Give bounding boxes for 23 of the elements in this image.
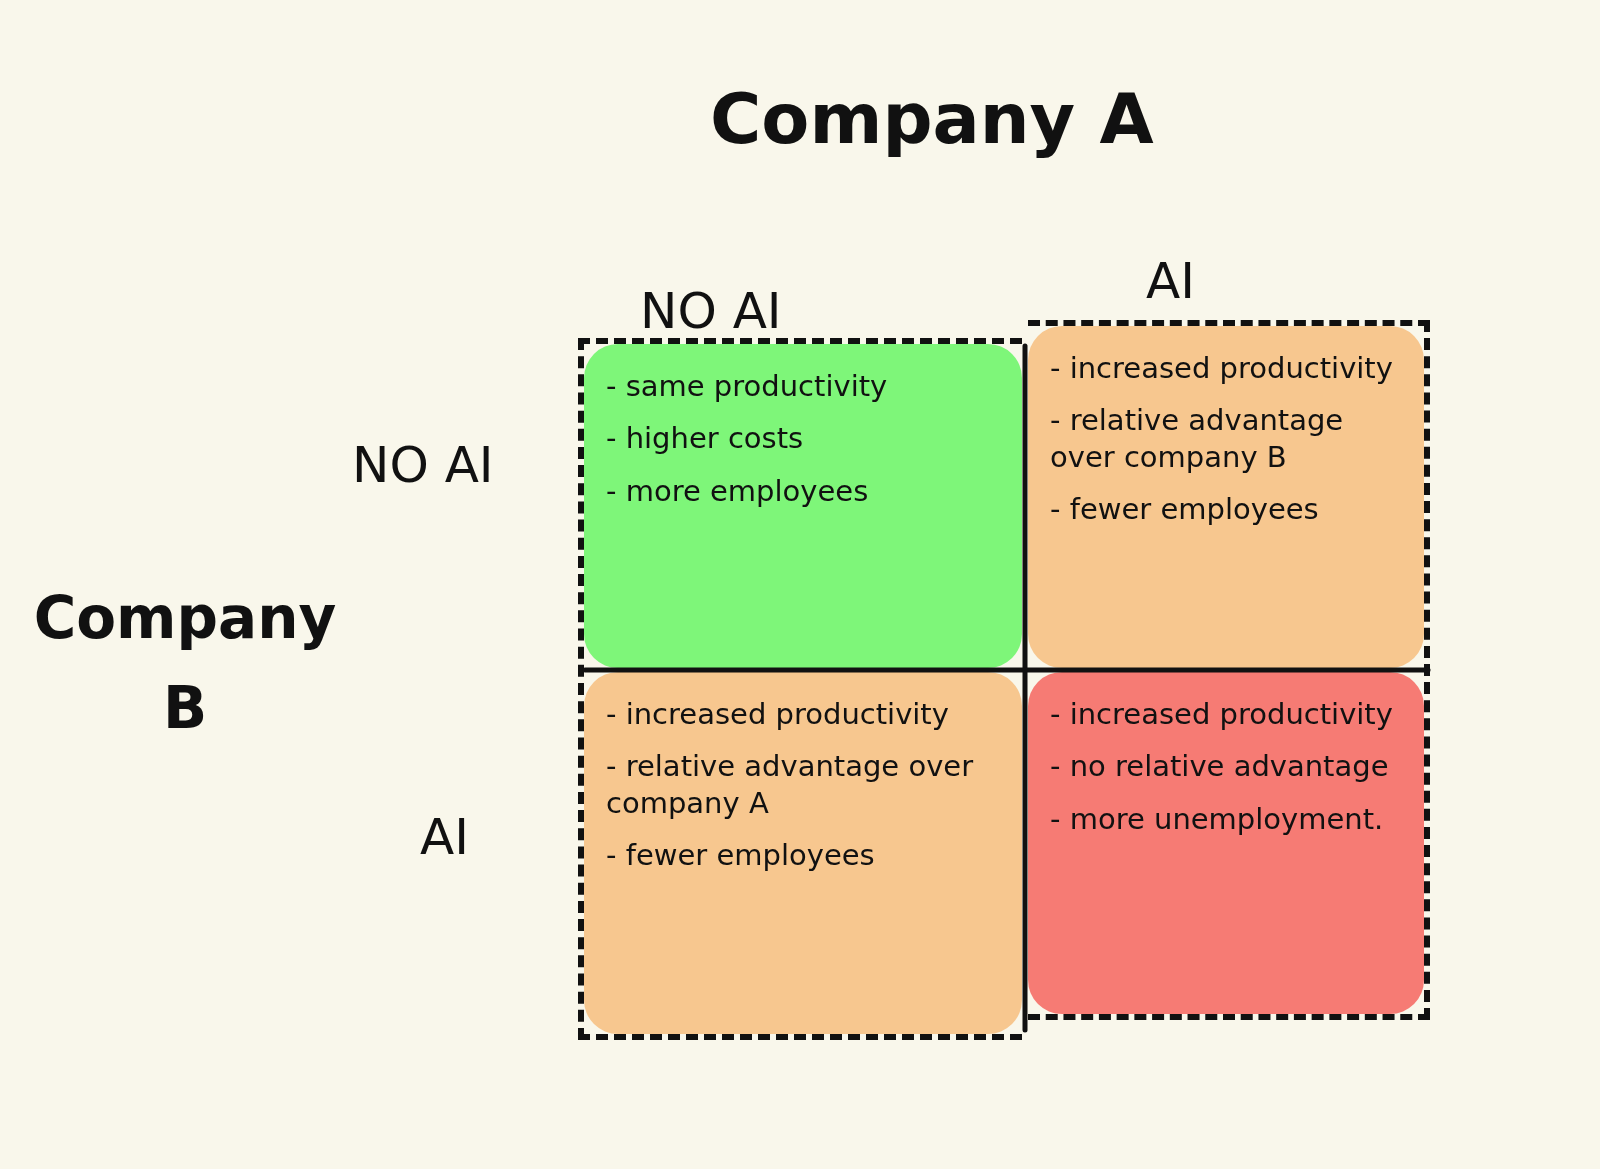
- bullet-text: - same productivity: [606, 368, 889, 405]
- axis-title: Company B: [32, 583, 338, 744]
- payoff-quadrant: [584, 672, 1022, 1034]
- bullet-text: - relative advantage over company A: [606, 748, 975, 821]
- column-header: NO AI: [640, 286, 782, 336]
- bullet-text: - no relative advantage: [1050, 748, 1390, 785]
- payoff-quadrant: [1028, 672, 1424, 1014]
- payoff-quadrant: [584, 344, 1022, 668]
- dashed-outline: [578, 338, 1022, 1040]
- column-header: AI: [1146, 256, 1195, 306]
- bullet-text: - fewer employees: [606, 836, 876, 873]
- dashed-outline: [1028, 320, 1430, 1020]
- bullet-text: - relative advantage over company B: [1050, 402, 1345, 475]
- payoff-quadrant: [1028, 326, 1424, 668]
- row-header: AI: [420, 812, 469, 862]
- bullet-text: - more unemployment.: [1050, 800, 1385, 837]
- row-header: NO AI: [352, 440, 494, 490]
- bullet-text: - increased productivity: [1050, 696, 1394, 733]
- bullet-text: - higher costs: [606, 420, 805, 457]
- bullet-text: - fewer employees: [1050, 490, 1320, 527]
- bullet-text: - more employees: [606, 472, 870, 509]
- bullet-text: - increased productivity: [1050, 350, 1394, 387]
- bullet-text: - increased productivity: [606, 696, 950, 733]
